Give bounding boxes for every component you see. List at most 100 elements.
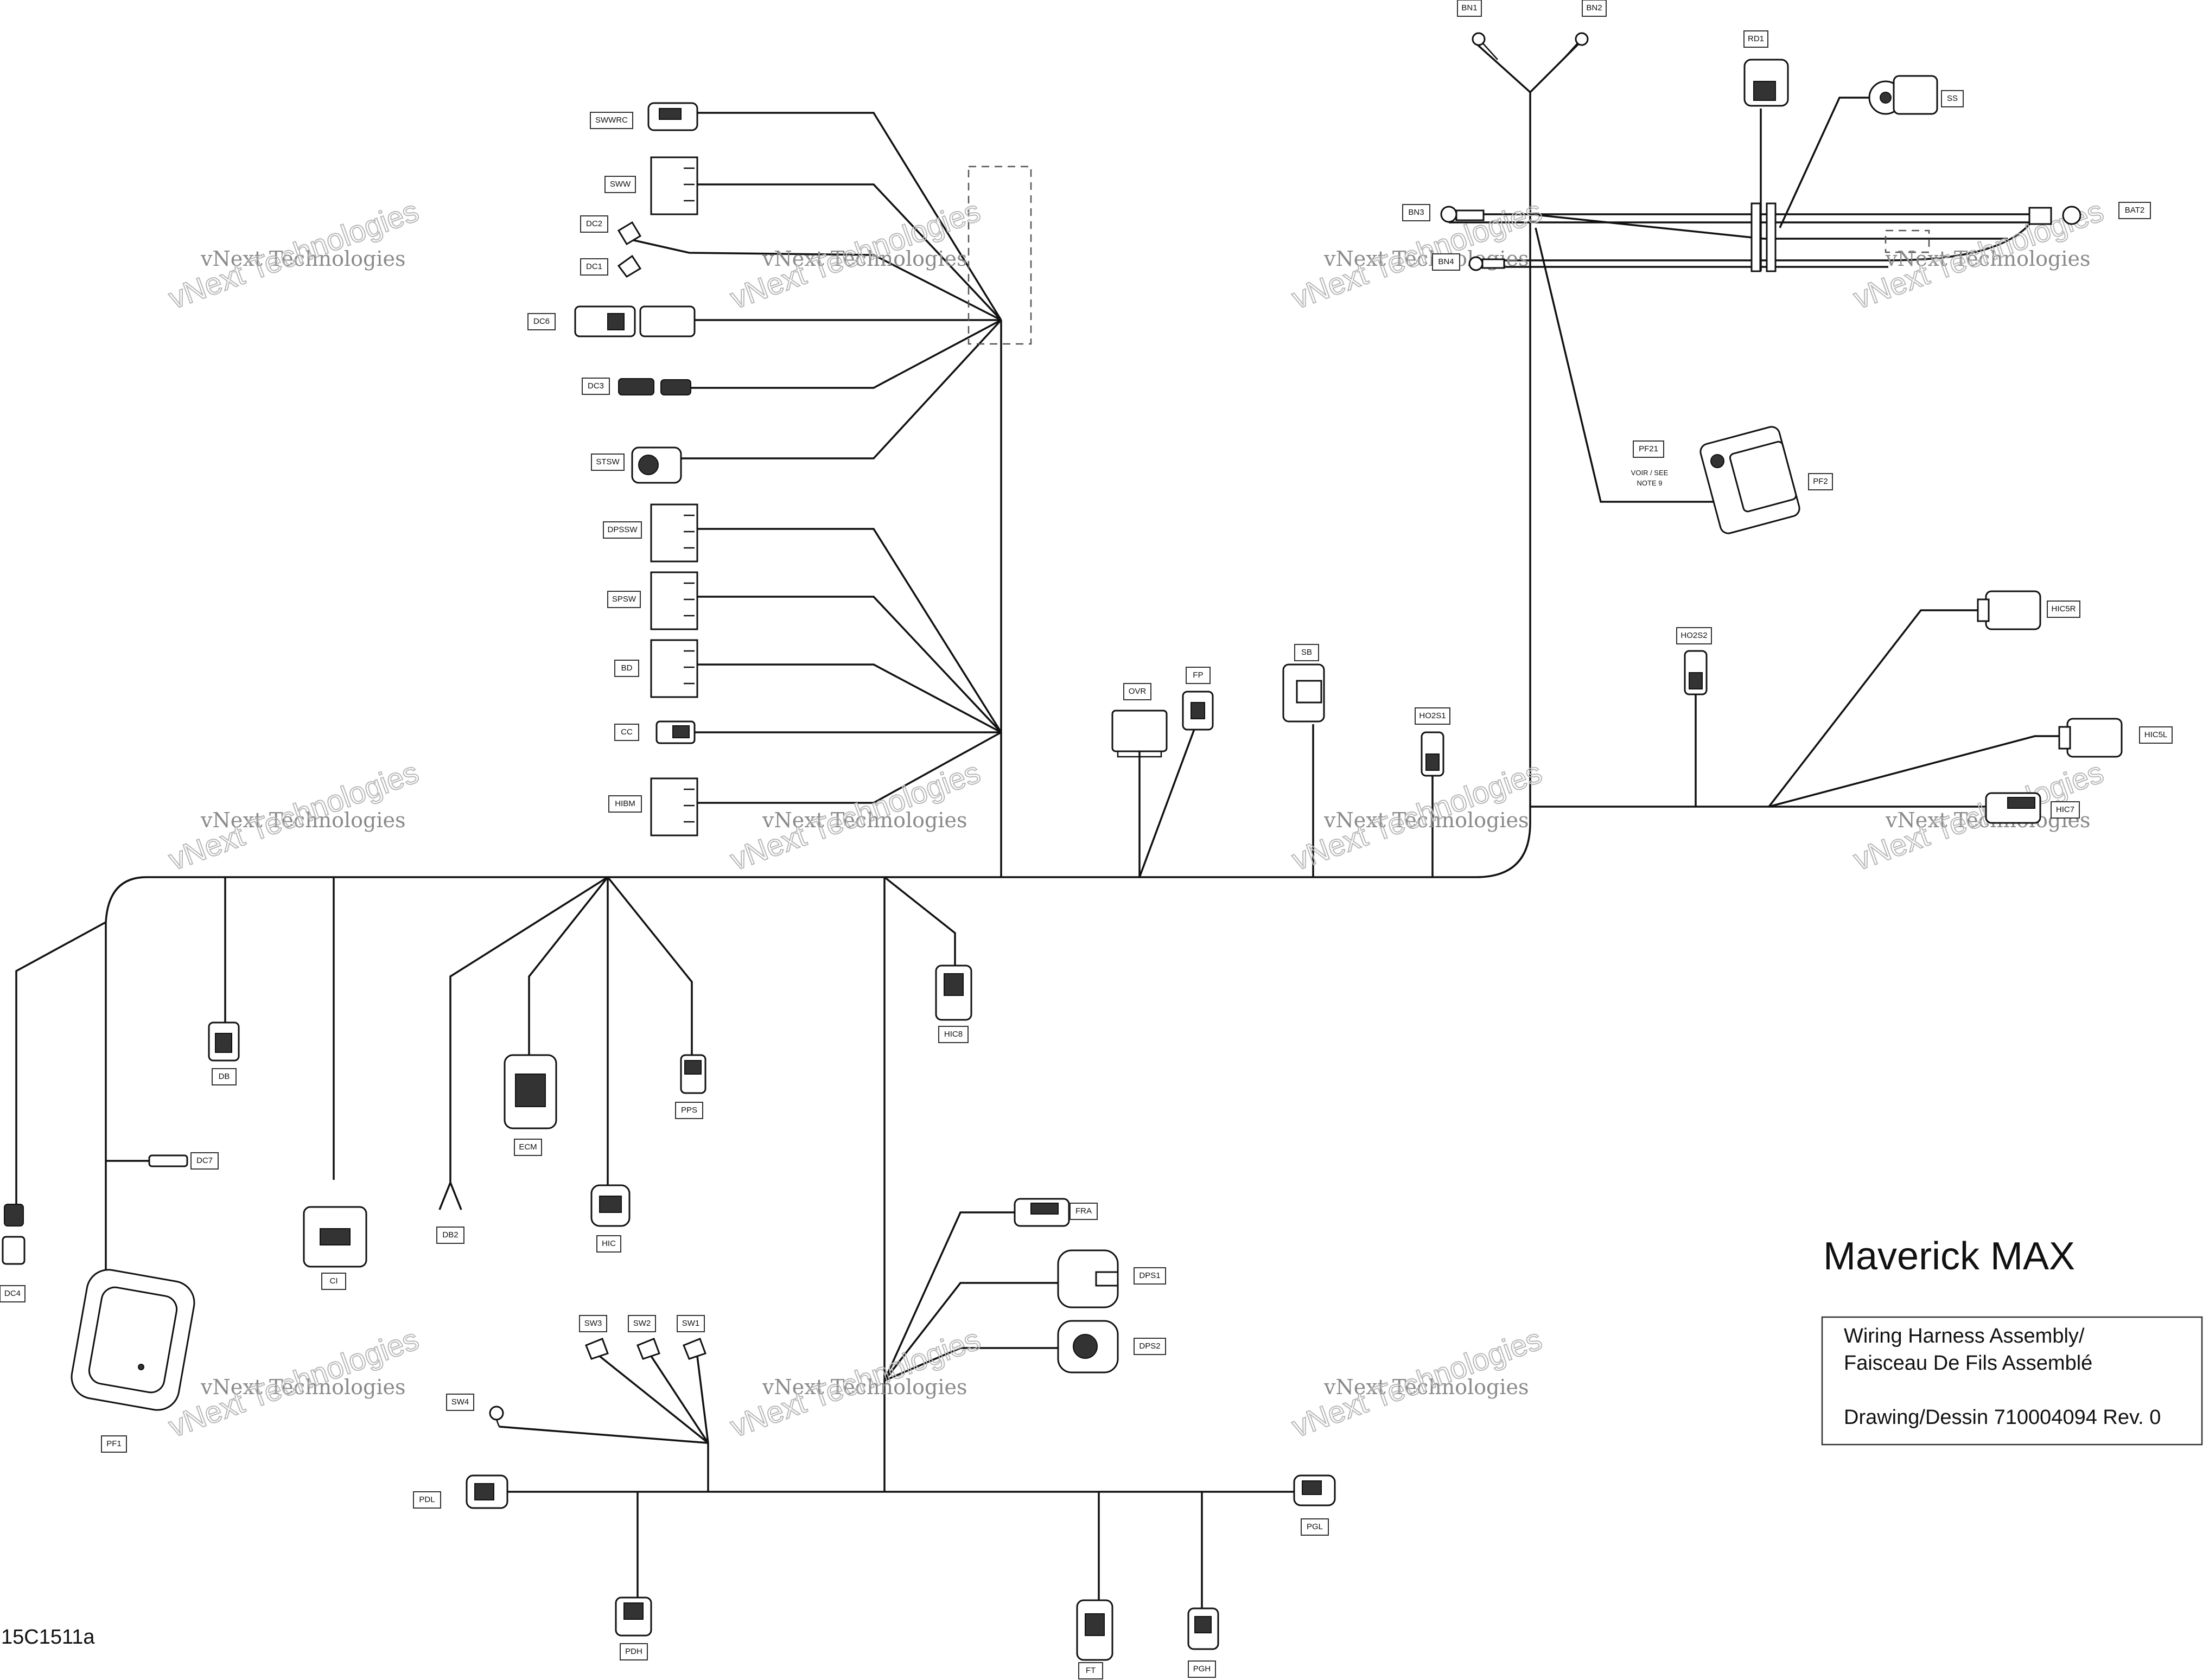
label-dc4: DC4	[0, 1285, 26, 1302]
svg-text:SW4: SW4	[451, 1397, 469, 1407]
svg-text:PDH: PDH	[625, 1647, 642, 1656]
watermark: vNext Technologies vNext Technologies	[164, 193, 424, 316]
label-ss: SS	[1941, 90, 1964, 107]
label-hic5r: HIC5R	[2047, 601, 2080, 618]
svg-text:BAT2: BAT2	[2125, 206, 2144, 215]
label-db: DB	[212, 1068, 237, 1085]
label-dps1: DPS1	[1134, 1267, 1166, 1285]
label-sw3: SW3	[579, 1315, 607, 1332]
svg-text:DC7: DC7	[196, 1156, 213, 1165]
page-title: Maverick MAX	[1823, 1235, 2075, 1278]
svg-text:DC4: DC4	[4, 1289, 21, 1298]
svg-text:DC3: DC3	[588, 381, 604, 391]
dps2-sensor-icon	[1057, 1320, 1119, 1374]
svg-text:BN1: BN1	[1461, 3, 1477, 12]
label-dps2: DPS2	[1134, 1338, 1166, 1355]
ovr-module-icon	[1111, 710, 1168, 758]
svg-text:RD1: RD1	[1748, 34, 1764, 43]
hic8-connector-icon	[935, 964, 972, 1021]
label-bn4: BN4	[1432, 253, 1460, 271]
dpssw-switch-icon	[650, 503, 698, 563]
label-cc: CC	[614, 724, 639, 741]
watermarks: vNext Technologies vNext Technologies vN…	[164, 193, 2109, 1444]
svg-text:HIC8: HIC8	[944, 1030, 963, 1039]
dc2-connector-icon	[617, 221, 642, 246]
sw4-terminal-icon	[489, 1406, 504, 1427]
svg-text:NOTE 9: NOTE 9	[1637, 479, 1663, 487]
svg-text:PF2: PF2	[1813, 477, 1828, 486]
label-hic: HIC	[596, 1235, 621, 1253]
ss-sensor-icon	[1868, 75, 1938, 115]
label-swwrc: SWWRC	[590, 112, 633, 129]
svg-text:SB: SB	[1301, 648, 1312, 657]
label-dc7: DC7	[190, 1152, 219, 1170]
hibm-switch-icon	[650, 777, 698, 836]
connector-bodies	[2, 32, 2123, 1661]
drawing-code: 15C1511a	[1, 1626, 95, 1649]
svg-text:FRA: FRA	[1075, 1206, 1092, 1216]
label-pf1: PF1	[101, 1435, 127, 1453]
hic-connector-icon	[590, 1184, 631, 1227]
svg-text:SWW: SWW	[610, 180, 631, 189]
ho2s1-sensor-icon	[1421, 731, 1444, 777]
stsw-switch-icon	[631, 446, 682, 484]
cc-connector-icon	[655, 720, 696, 744]
svg-text:PGH: PGH	[1193, 1664, 1211, 1673]
svg-text:SPSW: SPSW	[612, 595, 636, 604]
label-dc2: DC2	[580, 215, 608, 233]
label-stsw: STSW	[591, 453, 625, 471]
label-pf21: PF21	[1633, 440, 1664, 458]
label-pdh: PDH	[620, 1643, 648, 1660]
svg-text:HIBM: HIBM	[615, 799, 635, 808]
pdh-connector-icon	[615, 1596, 652, 1637]
svg-text:CC: CC	[621, 727, 633, 737]
label-dc6: DC6	[527, 313, 556, 330]
svg-text:DC1: DC1	[586, 262, 602, 271]
bat2-terminal-icon	[2028, 206, 2081, 225]
title-block: Wiring Harness Assembly/ Faisceau De Fil…	[1821, 1316, 2203, 1446]
pgh-connector-icon	[1187, 1607, 1219, 1650]
label-dc3: DC3	[582, 378, 610, 395]
dps1-sensor-icon	[1057, 1249, 1119, 1308]
pgl-connector-icon	[1293, 1474, 1336, 1506]
svg-text:BD: BD	[621, 663, 633, 673]
label-fp: FP	[1186, 667, 1211, 684]
svg-text:DPSSW: DPSSW	[607, 525, 638, 534]
sb-connector-icon	[1282, 663, 1325, 723]
svg-text:SW3: SW3	[584, 1319, 602, 1328]
svg-text:SW2: SW2	[633, 1319, 651, 1328]
label-ecm: ECM	[514, 1139, 542, 1156]
label-bat2: BAT2	[2118, 202, 2151, 219]
bn2-terminal-icon	[1562, 32, 1589, 60]
svg-text:vNext Technologies: vNext Technologies	[1323, 808, 1529, 832]
svg-text:BN4: BN4	[1438, 257, 1454, 266]
label-dc1: DC1	[580, 258, 608, 276]
svg-text:HIC5R: HIC5R	[2051, 604, 2076, 614]
dc6-connector-icon	[574, 305, 696, 337]
svg-text:PF21: PF21	[1639, 444, 1658, 453]
svg-text:vNext Technologies: vNext Technologies	[762, 1375, 967, 1399]
svg-text:vNext Technologies: vNext Technologies	[762, 808, 967, 832]
watermark: vNext Technologies vNext Technologies	[1287, 1321, 1547, 1444]
sw2-terminal-icon	[636, 1338, 660, 1360]
pps-connector-icon	[680, 1054, 706, 1094]
label-hic5l: HIC5L	[2139, 726, 2173, 744]
label-ft: FT	[1078, 1662, 1103, 1679]
title-block-line1: Wiring Harness Assembly/	[1844, 1325, 2085, 1347]
title-block-line2: Faisceau De Fils Assemblé	[1844, 1352, 2092, 1375]
watermark: vNext Technologies vNext Technologies	[164, 1321, 424, 1444]
svg-text:PGL: PGL	[1307, 1522, 1323, 1531]
label-fra: FRA	[1070, 1203, 1098, 1220]
svg-text:DB: DB	[219, 1072, 230, 1081]
ft-connector-icon	[1076, 1599, 1113, 1661]
label-pgl: PGL	[1301, 1518, 1329, 1536]
watermark: vNext Technologies vNext Technologies	[725, 1321, 985, 1444]
rd1-connector-icon	[1743, 59, 1789, 107]
svg-text:STSW: STSW	[596, 457, 620, 467]
svg-text:vNext Technologies: vNext Technologies	[1323, 1375, 1529, 1399]
svg-text:SWWRC: SWWRC	[595, 116, 628, 125]
label-hic7: HIC7	[2051, 801, 2080, 819]
svg-text:VOIR / SEE: VOIR / SEE	[1631, 469, 1669, 477]
label-sw4: SW4	[446, 1394, 474, 1411]
